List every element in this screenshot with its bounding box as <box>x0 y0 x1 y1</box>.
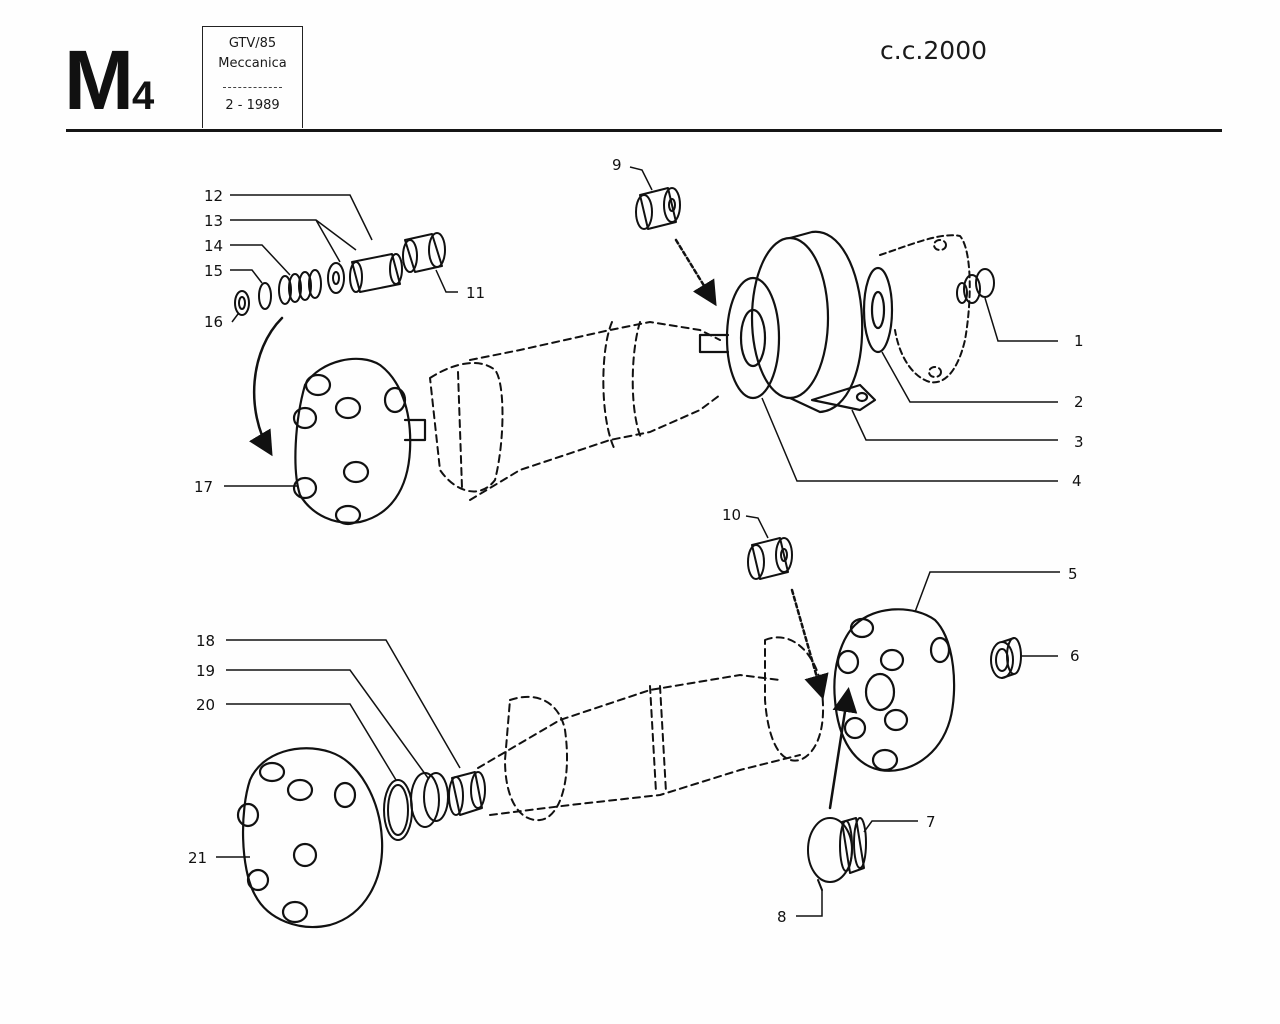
callout-3: 3 <box>1074 433 1084 451</box>
rings-18-20 <box>383 771 486 841</box>
section-code: M4 <box>64 38 154 122</box>
leader-lines <box>216 166 1060 917</box>
model-info-box: GTV/85 Meccanica 2 - 1989 <box>202 26 303 128</box>
edition-date: 2 - 1989 <box>225 98 280 113</box>
rear-flange-upper <box>879 234 971 384</box>
bushing-9 <box>635 187 681 230</box>
callout-2: 2 <box>1074 393 1084 411</box>
center-support-bearing <box>698 230 894 414</box>
front-propeller-shaft <box>429 321 721 501</box>
clamp-7-8 <box>807 817 867 891</box>
callout-20: 20 <box>196 696 215 714</box>
section-letter: M <box>64 33 134 127</box>
header-rule <box>66 129 1222 132</box>
bushing-10 <box>747 537 793 580</box>
section-number: 4 <box>131 74 155 118</box>
assembly-arrow-10 <box>790 588 829 700</box>
seal-6 <box>990 637 1022 679</box>
callout-12: 12 <box>204 187 223 205</box>
callout-5: 5 <box>1068 565 1078 583</box>
callout-15: 15 <box>204 262 223 280</box>
callout-labels: 1 2 3 4 5 6 7 8 9 10 11 12 13 14 15 16 1… <box>188 156 1084 926</box>
callout-18: 18 <box>196 632 215 650</box>
model-name: GTV/85 <box>228 36 277 51</box>
callout-9: 9 <box>612 156 622 174</box>
flexible-joint-rear <box>833 608 956 772</box>
category-name: Meccanica <box>218 56 287 71</box>
callout-8: 8 <box>777 908 787 926</box>
callout-11: 11 <box>466 284 485 302</box>
callout-17: 17 <box>194 478 213 496</box>
callout-1: 1 <box>1074 332 1084 350</box>
flexible-joint-upper <box>292 357 427 526</box>
callout-4: 4 <box>1072 472 1082 490</box>
engine-displacement: c.c.2000 <box>880 36 988 65</box>
callout-19: 19 <box>196 662 215 680</box>
flexible-joint-lower <box>236 747 384 929</box>
callout-10: 10 <box>722 506 741 524</box>
assembly-arrow-9 <box>674 238 717 307</box>
assembly-arrow-7 <box>828 687 858 810</box>
flange-nut-1 <box>956 268 995 304</box>
rear-propeller-shaft <box>477 636 824 822</box>
callout-7: 7 <box>926 813 936 831</box>
callout-16: 16 <box>204 313 223 331</box>
callout-6: 6 <box>1070 647 1080 665</box>
callout-13: 13 <box>204 212 223 230</box>
assembly-arrow-upper-left <box>249 316 284 457</box>
callout-21: 21 <box>188 849 207 867</box>
info-divider <box>223 87 282 88</box>
callout-14: 14 <box>204 237 223 255</box>
parts-cluster-11-16 <box>234 232 446 316</box>
